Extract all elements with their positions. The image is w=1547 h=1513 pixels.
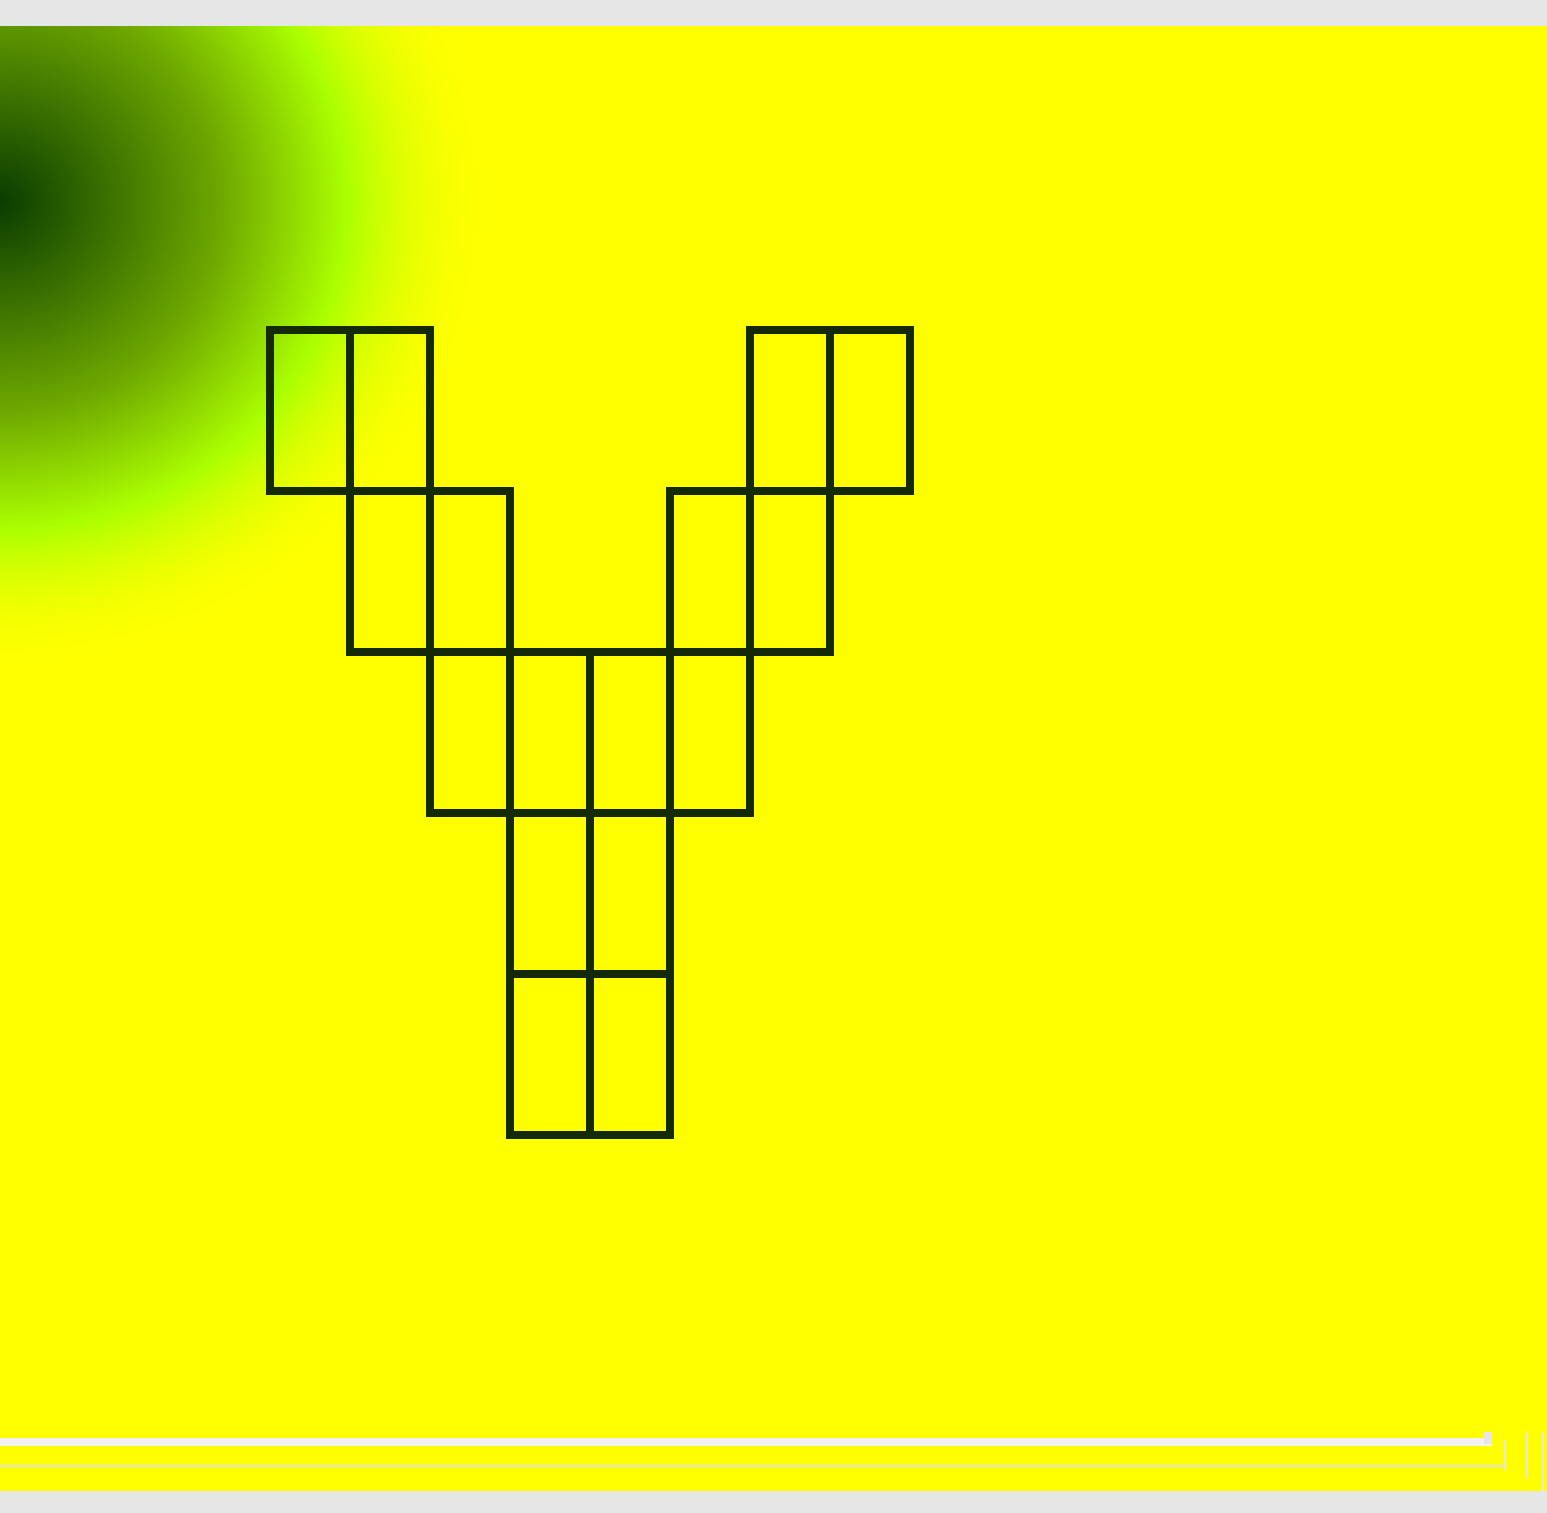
grid-cell: [746, 487, 834, 656]
green-corner-gradient: [0, 26, 1547, 1491]
grid-cell: [666, 648, 754, 817]
bottom-scroll-track: [0, 1438, 1492, 1446]
bottom-frame-strip: [0, 1491, 1547, 1513]
y-block-figure: [266, 326, 914, 1139]
top-frame-strip: [0, 0, 1547, 26]
grid-cell: [586, 970, 674, 1139]
grid-cell: [826, 326, 914, 495]
bottom-scroll-thumb[interactable]: [1484, 1432, 1492, 1444]
